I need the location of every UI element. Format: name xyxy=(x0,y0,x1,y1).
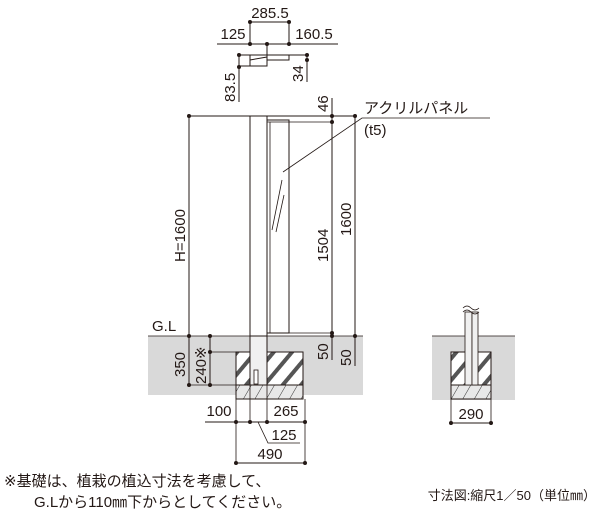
post xyxy=(249,115,268,353)
acrylic-panel xyxy=(266,119,290,334)
dim-post-width: 125 xyxy=(271,427,296,444)
dim-right-height: 1600 xyxy=(338,203,355,236)
dim-top-offset: 46 xyxy=(315,95,332,112)
panel-thickness-label: (t5) xyxy=(364,122,387,139)
plan-view: 285.5 125 160.5 83.5 34 xyxy=(217,5,338,102)
dim-plan-left: 125 xyxy=(220,26,245,43)
dim-plan-right: 160.5 xyxy=(295,26,333,43)
dim-plan-panel-depth: 34 xyxy=(290,65,307,82)
dim-foundation-width: 490 xyxy=(257,446,282,463)
dim-side-width: 290 xyxy=(458,406,483,423)
scale-note: 寸法図:縮尺1／50（単位㎜） xyxy=(428,488,596,503)
dim-plan-total: 285.5 xyxy=(251,5,289,22)
dim-height-total: H=1600 xyxy=(172,209,189,262)
concrete-foundation xyxy=(235,351,304,386)
dim-embed-depth: 350 xyxy=(172,352,189,377)
dim-bottom-gap-2: 50 xyxy=(338,349,355,366)
dim-plan-depth: 83.5 xyxy=(222,73,239,102)
side-view: 290 xyxy=(432,305,515,425)
note-line-1: ※基礎は、植栽の植込寸法を考慮して、 xyxy=(4,473,270,490)
acrylic-panel-label: アクリルパネル xyxy=(364,100,468,117)
note-line-2: G.Lから110㎜下からとしてください。 xyxy=(34,494,291,511)
ground-level-label: G.L xyxy=(152,318,176,335)
dim-foundation-left: 100 xyxy=(206,403,231,420)
dim-foundation-depth: 240※ xyxy=(193,346,210,384)
dim-foundation-right: 265 xyxy=(273,403,298,420)
gravel-base xyxy=(235,384,304,400)
elevation-view: H=1600 1504 46 1600 50 50 アクリルパネル (t5) 3… xyxy=(172,95,490,465)
dim-bottom-gap-1: 50 xyxy=(315,343,332,360)
dim-panel-height: 1504 xyxy=(315,229,332,262)
